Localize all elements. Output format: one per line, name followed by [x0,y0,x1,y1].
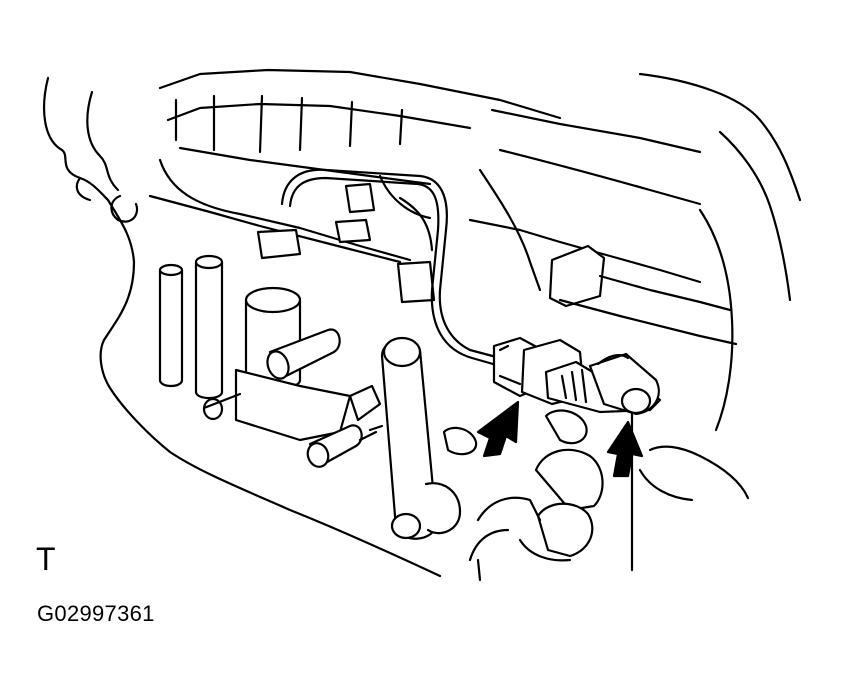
callout-arrow-connector [476,400,520,458]
figure-code: G02997361 [37,601,155,626]
wire-harness [280,168,502,368]
lower-parts [468,448,604,582]
callout-arrow-bolt [606,420,644,478]
valve-body [158,254,462,540]
sensor-body [442,352,660,456]
engine-block-outline [42,68,802,578]
view-letter: T [36,541,56,577]
